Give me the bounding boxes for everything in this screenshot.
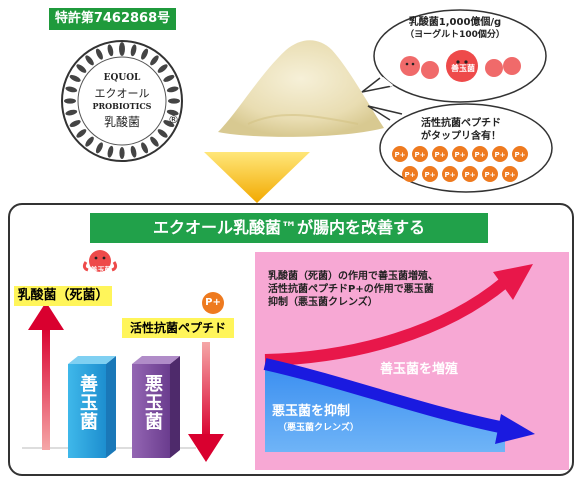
trend-description: 乳酸菌（死菌）の作用で善玉菌増殖、 活性抗菌ペプチドP+の作用で悪玉菌 抑制（悪… [268,270,508,309]
seal-leaf [168,98,180,104]
seal-leaf [95,48,103,60]
seal-leaf [69,120,81,128]
bar-bad-label: 悪玉菌 [142,374,163,431]
peptide-bead [422,166,438,182]
peptide-bead-label: P+ [455,151,466,159]
peptide-bead [402,166,418,182]
seal-leaf [107,145,114,158]
powder-pile-image [218,40,384,137]
seal-leaf [166,109,179,116]
increase-label: 善玉菌を増殖 [380,362,459,377]
seal-leaf [166,86,179,93]
trend-description-line-1: 乳酸菌（死菌）の作用で善玉菌増殖、 [268,271,438,282]
peptide-bead [502,166,518,182]
seal-leaf [119,43,125,55]
bacteria-bar-illustration [22,302,224,462]
seal-line-3: PROBIOTICS [92,101,152,111]
bubble-top-line-2: （ヨーグルト100個分） [405,30,505,40]
peptide-bead [462,166,478,182]
peptide-bead-label: P+ [515,151,526,159]
peptide-bead-label: P+ [415,151,426,159]
trend-arrows [263,264,535,452]
peptide-bead [442,166,458,182]
peptide-bead-label: P+ [445,171,456,179]
seal-leaf [119,147,125,159]
seal-wreath-icon [61,40,183,162]
seal-leaf [157,64,168,73]
peptide-bead-label: P+ [475,151,486,159]
seal-leaf [130,44,137,57]
seal-line-2: エクオール [94,87,150,100]
peptide-bead [432,146,448,162]
seal-leaf [163,74,175,82]
bubble-top-line-1: 乳酸菌1,000億個/g [408,17,502,28]
seal-leaf [65,109,78,116]
peptide-bead-label: P+ [425,171,436,179]
seal-leaf [157,129,168,138]
seal-line-1: EQUOL [103,73,141,83]
peptide-bead [472,146,488,162]
trend-description-line-2: 活性抗菌ペプチドP+の作用で悪玉菌 [268,284,434,295]
label-peptide: 活性抗菌ペプチド [122,318,234,338]
suppress-label: 悪玉菌を抑制 [272,404,351,419]
peptide-bead-label: P+ [395,151,406,159]
peptide-bead [452,146,468,162]
bubble-bottom-line-2: がタップリ含有！ [421,131,501,142]
seal-leaf [150,136,159,147]
panel-title: エクオール乳酸菌™が腸内を改善する [90,213,488,243]
seal-leaf [85,55,94,66]
peptide-bead [412,146,428,162]
trend-description-line-3: 抑制（悪玉菌クレンズ） [268,297,378,308]
seal-leaf [65,86,78,93]
good-bacteria-character-icon [82,250,118,272]
peptide-bead-label: P+ [495,151,506,159]
seal-leaf [69,74,81,82]
label-lactic: 乳酸菌（死菌） [14,286,112,306]
peptide-bead-label: P+ [435,151,446,159]
seal-leaf [85,136,94,147]
peptide-bead-label: P+ [505,171,516,179]
down-arrow-icon [204,152,310,203]
equol-probiotics-seal: EQUOL エクオール PROBIOTICS 乳酸菌 [58,37,186,165]
peptide-bead [512,146,528,162]
seal-line-4: 乳酸菌 [103,115,140,129]
bar-good-label: 善玉菌 [77,374,98,431]
seal-leaf [95,142,103,154]
peptide-bead [492,146,508,162]
peptide-bead-label: P+ [485,171,496,179]
peptide-bead-label: P+ [465,171,476,179]
good-bacteria-characters-icon [400,50,521,82]
seal-leaf [76,64,87,73]
peptide-bead-label: P+ [405,171,416,179]
seal-leaf [76,129,87,138]
peptide-beads-icon: P+ P+ P+ P+ P+ P+ P+ P+ P+ P+ P+ P+ P+ [392,146,528,182]
peptide-bead [392,146,408,162]
seal-leaf [150,55,159,66]
panel-character-label: 善玉菌 [90,266,112,274]
seal-leaf [141,142,149,154]
seal-leaf [107,44,114,57]
bubble-top-character-label: 善玉菌 [451,64,475,73]
p-plus-badge: P+ [202,292,224,314]
registered-mark: ® [168,113,179,126]
peptide-bead [482,166,498,182]
seal-leaf [130,145,137,158]
bubble-bottom-line-1: 活性抗菌ペプチド [421,118,501,129]
seal-leaf [163,120,175,128]
patent-badge: 特許第7462868号 [49,8,176,30]
seal-leaf [64,98,76,104]
suppress-sub-label: （悪玉菌クレンズ） [278,423,359,433]
seal-leaf [141,48,149,60]
